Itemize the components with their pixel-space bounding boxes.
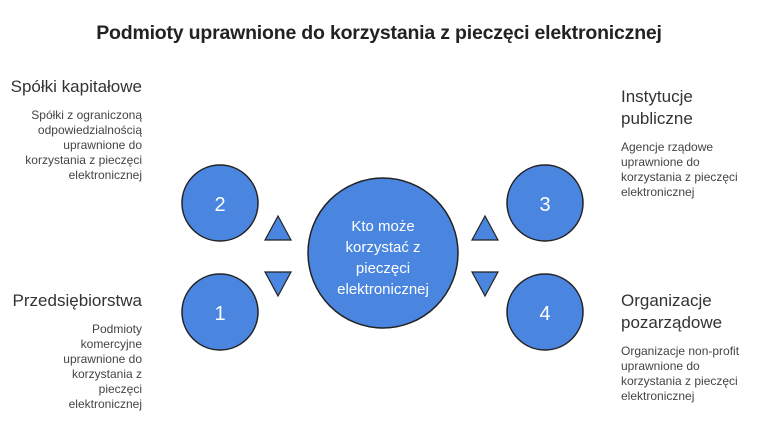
center-circle — [307, 177, 459, 329]
item-3-title: Instytucje publiczne — [621, 87, 693, 128]
item-2-description: Spółki z ograniczoną odpowiedzialnością … — [25, 108, 142, 182]
item-4-circle — [506, 273, 584, 351]
item-2-block: Spółki kapitałowe Spółki z ograniczoną o… — [0, 76, 142, 183]
center-text-line: Kto może — [351, 218, 414, 235]
item-3-number: 3 — [539, 194, 550, 216]
center-text-line: elektronicznej — [337, 281, 429, 298]
item-4-title: Organizacje pozarządowe — [621, 291, 723, 332]
item-1-circle — [181, 273, 259, 351]
arrow-up-right-icon — [470, 214, 500, 241]
diagram-title: Podmioty uprawnione do korzystania z pie… — [96, 22, 662, 44]
item-3-block: Instytucje publiczne Agencje rządowe upr… — [621, 86, 751, 200]
item-1-number: 1 — [214, 303, 225, 325]
center-text-line: korzystać z — [345, 239, 420, 256]
item-1-block: Przedsiębiorstwa Podmioty komercyjne upr… — [0, 290, 142, 412]
item-2-number: 2 — [214, 194, 225, 216]
item-2-title: Spółki kapitałowe — [10, 77, 142, 96]
item-2-circle — [181, 164, 259, 242]
arrow-down-right-icon — [470, 271, 500, 298]
item-4-number: 4 — [539, 303, 550, 325]
item-3-description: Agencje rządowe uprawnione do korzystani… — [621, 140, 738, 199]
item-1-title: Przedsiębiorstwa — [12, 291, 142, 310]
item-3-circle — [506, 164, 584, 242]
item-4-block: Organizacje pozarządowe Organizacje non-… — [621, 290, 753, 404]
item-4-description: Organizacje non-profit uprawnione do kor… — [621, 344, 740, 403]
item-1-description: Podmioty komercyjne uprawnione do korzys… — [63, 322, 142, 411]
arrow-down-left-icon — [263, 271, 293, 298]
center-text-line: pieczęci — [356, 260, 410, 277]
arrow-up-left-icon — [263, 214, 293, 241]
